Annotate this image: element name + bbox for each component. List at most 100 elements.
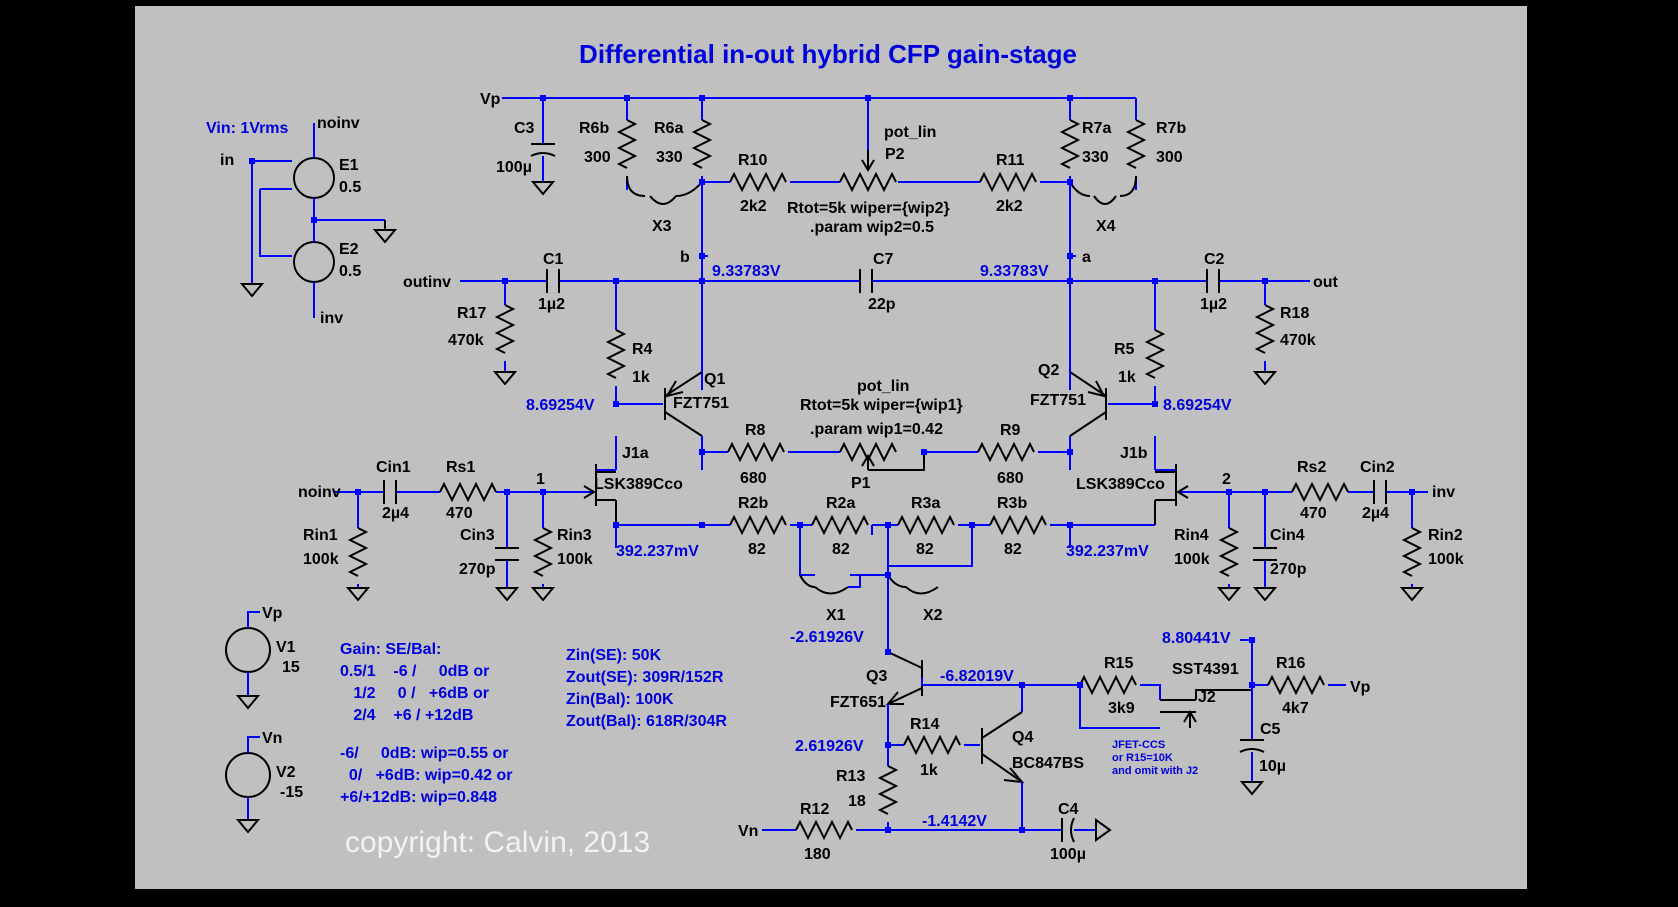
svg-text:2µ4: 2µ4 bbox=[382, 505, 409, 522]
junction-dot bbox=[699, 449, 705, 455]
svg-text:R17: R17 bbox=[457, 305, 486, 322]
junction-dot bbox=[699, 253, 705, 259]
svg-text:Cin1: Cin1 bbox=[376, 459, 411, 476]
junction-dot bbox=[1067, 449, 1073, 455]
junction-dot bbox=[1226, 489, 1232, 495]
svg-text:inv: inv bbox=[320, 310, 343, 327]
capacitor-c4: C4 100µ bbox=[1050, 801, 1112, 863]
svg-text:15: 15 bbox=[282, 659, 300, 676]
jfet-j2: SST4391 J2 bbox=[1160, 661, 1252, 728]
svg-text:R14: R14 bbox=[910, 716, 939, 733]
junction-dot bbox=[540, 95, 546, 101]
svg-text:R2a: R2a bbox=[826, 495, 855, 512]
junction-dot bbox=[1067, 179, 1073, 185]
svg-text:330: 330 bbox=[1082, 149, 1109, 166]
svg-text:LSK389Cco: LSK389Cco bbox=[1076, 476, 1165, 493]
svg-text:Rtot=5k wiper={wip1}: Rtot=5k wiper={wip1} bbox=[800, 397, 963, 414]
svg-text:R10: R10 bbox=[738, 152, 767, 169]
svg-text:pot_lin: pot_lin bbox=[857, 378, 909, 395]
potentiometer-p1: pot_lin Rtot=5k wiper={wip1} .param wip1… bbox=[800, 378, 963, 492]
capacitor-cin4: Cin4 270p bbox=[1252, 492, 1307, 602]
junction-dot bbox=[1409, 489, 1415, 495]
svg-text:X2: X2 bbox=[923, 607, 943, 624]
svg-text:Zout(SE): 309R/152R: Zout(SE): 309R/152R bbox=[566, 669, 724, 686]
junction-dot bbox=[1067, 253, 1073, 259]
svg-text:Gain: SE/Bal:: Gain: SE/Bal: bbox=[340, 641, 441, 658]
svg-text:J1a: J1a bbox=[622, 445, 649, 462]
transistor-q1: Q1 FZT751 8.69254V bbox=[526, 350, 729, 470]
junction-dot bbox=[699, 95, 705, 101]
svg-text:0.5: 0.5 bbox=[339, 179, 361, 196]
svg-text:P2: P2 bbox=[885, 146, 905, 163]
svg-text:0.5: 0.5 bbox=[339, 263, 361, 280]
svg-text:R11: R11 bbox=[996, 152, 1025, 169]
node-label-b: b bbox=[680, 249, 690, 266]
node-label-a: a bbox=[1082, 249, 1091, 266]
junction-dot bbox=[865, 95, 871, 101]
svg-text:100k: 100k bbox=[303, 551, 339, 568]
net-label-noinv: noinv bbox=[298, 484, 341, 501]
svg-text:noinv: noinv bbox=[317, 115, 360, 132]
junction-dot bbox=[311, 217, 317, 223]
source-e1: noinv in E1 0.5 bbox=[220, 115, 361, 284]
source-e2: inv E2 0.5 bbox=[239, 219, 398, 327]
svg-text:2/4 +6 / +12dB: 2/4 +6 / +12dB bbox=[340, 707, 473, 724]
svg-text:470: 470 bbox=[446, 505, 473, 522]
svg-text:C7: C7 bbox=[873, 251, 894, 268]
svg-text:82: 82 bbox=[832, 541, 850, 558]
svg-text:R2b: R2b bbox=[738, 495, 768, 512]
svg-text:680: 680 bbox=[740, 470, 767, 487]
svg-text:1k: 1k bbox=[920, 762, 938, 779]
svg-text:1k: 1k bbox=[632, 369, 650, 386]
svg-text:180: 180 bbox=[804, 846, 831, 863]
svg-text:Zin(SE): 50K: Zin(SE): 50K bbox=[566, 647, 662, 664]
junction-dot bbox=[969, 522, 975, 528]
supply-v1: Vp V1 15 bbox=[225, 605, 300, 710]
svg-text:R16: R16 bbox=[1276, 655, 1305, 672]
svg-text:C4: C4 bbox=[1058, 801, 1079, 818]
junction-dot bbox=[504, 489, 510, 495]
junction-dots bbox=[249, 95, 1415, 833]
resistor-r18: R18 470k bbox=[1252, 281, 1316, 386]
svg-text:X3: X3 bbox=[652, 218, 672, 235]
capacitor-c7: C7 22p bbox=[859, 251, 896, 313]
potentiometer-p2: pot_lin P2 Rtot=5k wiper={wip2} .param w… bbox=[787, 98, 950, 236]
junction-dot bbox=[1262, 489, 1268, 495]
svg-text:C2: C2 bbox=[1204, 251, 1225, 268]
svg-text:P1: P1 bbox=[851, 475, 871, 492]
junction-dot bbox=[613, 278, 619, 284]
junction-dot bbox=[355, 489, 361, 495]
svg-text:2k2: 2k2 bbox=[740, 198, 767, 215]
svg-text:R13: R13 bbox=[836, 768, 865, 785]
svg-text:Rs2: Rs2 bbox=[1297, 459, 1326, 476]
junction-dot bbox=[797, 522, 803, 528]
svg-text:22p: 22p bbox=[868, 296, 896, 313]
svg-text:C3: C3 bbox=[514, 120, 535, 137]
net-label-vn-bottom: Vn bbox=[738, 823, 758, 840]
net-label-outinv: outinv bbox=[403, 274, 451, 291]
svg-text:2k2: 2k2 bbox=[996, 198, 1023, 215]
svg-text:R7b: R7b bbox=[1156, 120, 1186, 137]
resistor-r4: R4 1k bbox=[605, 281, 653, 404]
junction-dot bbox=[885, 572, 891, 578]
voltage-node-b: 9.33783V bbox=[712, 263, 781, 280]
svg-text:R4: R4 bbox=[632, 341, 653, 358]
voltage-q3-emitter: 2.61926V bbox=[795, 738, 864, 755]
capacitor-c3: C3 100µ bbox=[496, 98, 556, 196]
junction-dot bbox=[885, 649, 891, 655]
svg-text:2µ4: 2µ4 bbox=[1362, 505, 1389, 522]
voltage-source-left: 392.237mV bbox=[616, 543, 699, 560]
svg-text:82: 82 bbox=[916, 541, 934, 558]
net-label-vp-supply: Vp bbox=[262, 605, 283, 622]
net-label-inv: inv bbox=[1432, 484, 1455, 501]
svg-text:R8: R8 bbox=[745, 422, 766, 439]
resistor-r12: R12 180 bbox=[795, 801, 853, 863]
svg-text:Q1: Q1 bbox=[704, 371, 725, 388]
net-label-vp-ccs: Vp bbox=[1350, 679, 1371, 696]
supply-v2: Vn V2 -15 bbox=[225, 730, 303, 834]
svg-text:1/2 0 / +6dB or: 1/2 0 / +6dB or bbox=[340, 685, 489, 702]
voltage-q1-base: 8.69254V bbox=[526, 397, 595, 414]
svg-text:100k: 100k bbox=[557, 551, 593, 568]
junction-dot bbox=[1019, 827, 1025, 833]
